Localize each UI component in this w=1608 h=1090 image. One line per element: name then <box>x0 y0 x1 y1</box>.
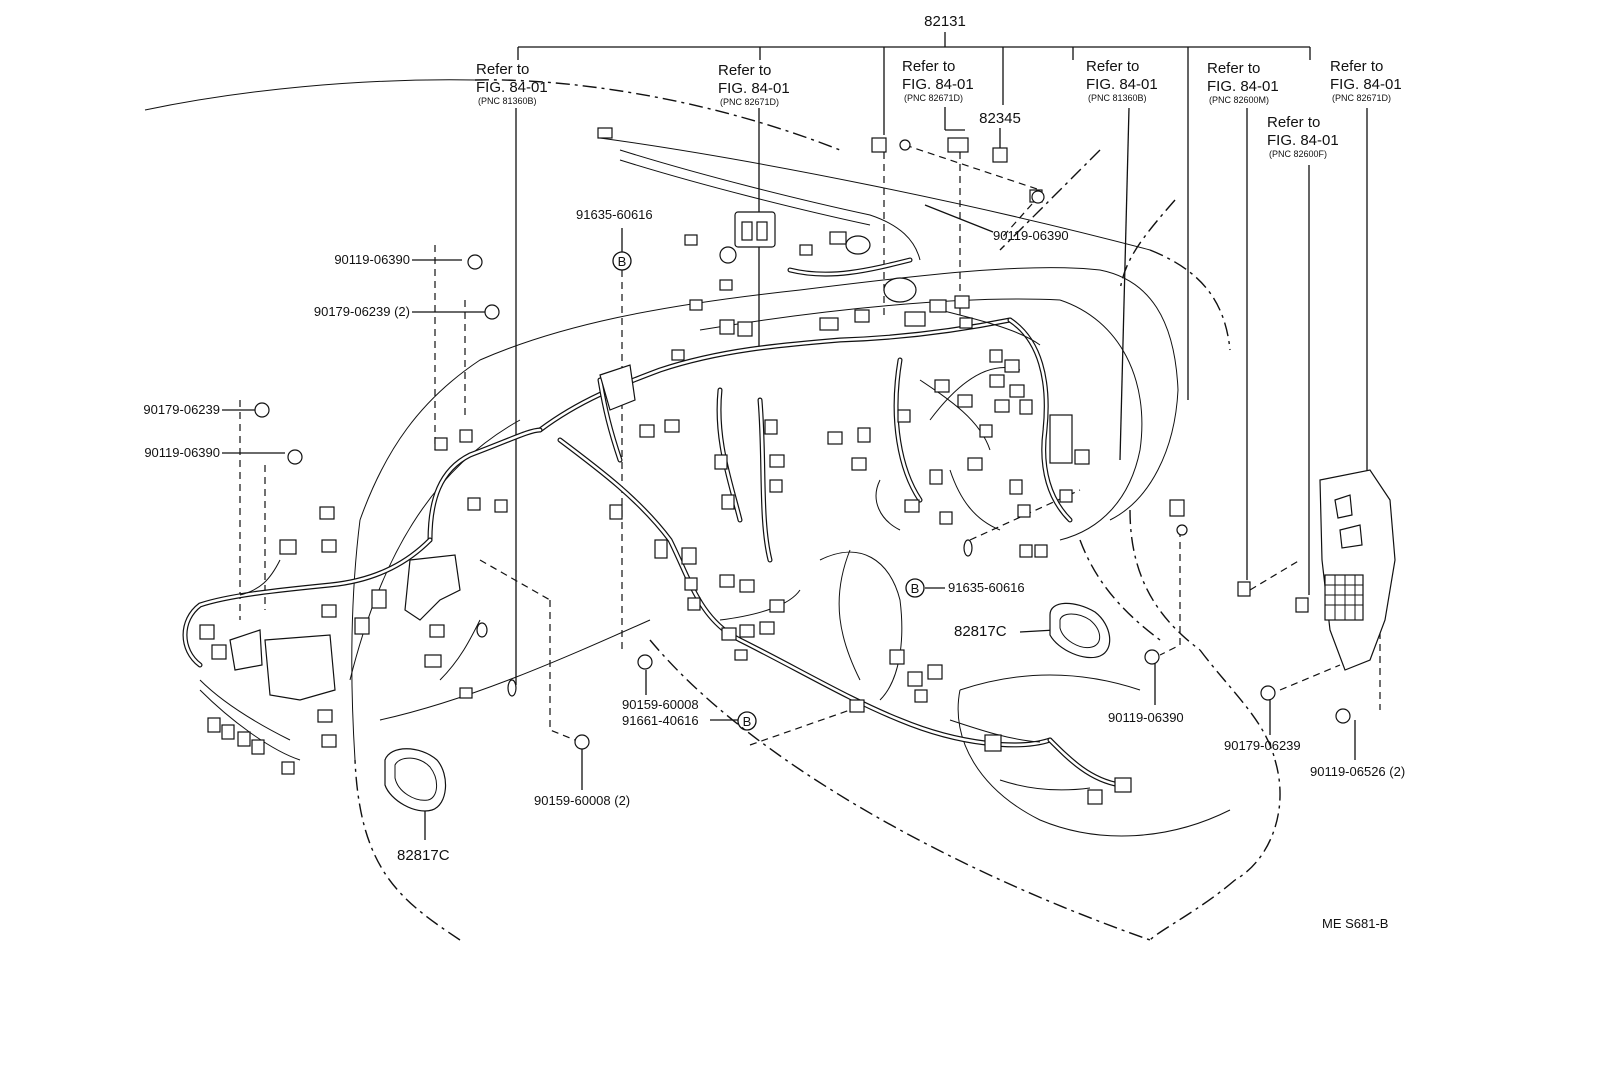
drawing-code: ME S681-B <box>1322 916 1388 931</box>
b-marker-top: B <box>612 251 632 271</box>
part-label-91635-top: 91635-60616 <box>576 207 653 222</box>
part-label-90119-2-right: 90119-06526 (2) <box>1310 764 1405 779</box>
part-label-90119-left: 90119-06390 <box>144 445 220 460</box>
ref-callout-1: Refer to FIG. 84-01 (PNC 81360B) <box>476 61 548 106</box>
part-label-90159-2-bottom: 90159-60008 (2) <box>534 793 630 808</box>
grommet-left <box>384 748 447 812</box>
ref-4-fig: FIG. 84-01 <box>1086 76 1158 93</box>
ref-5-fig: FIG. 84-01 <box>1207 78 1279 95</box>
ref-7-refer: Refer to <box>1267 114 1320 131</box>
part-label-90119-top-right: 90119-06390 <box>993 228 1069 243</box>
harness <box>182 149 1123 791</box>
ref-6-fig: FIG. 84-01 <box>1330 76 1402 93</box>
ref-7-pnc: (PNC 82600F) <box>1269 149 1327 159</box>
ref-5-pnc: (PNC 82600M) <box>1209 95 1269 105</box>
part-label-82817c-left: 82817C <box>397 847 450 864</box>
ref-1-refer: Refer to <box>476 61 529 78</box>
ref-callout-3: Refer to FIG. 84-01 (PNC 82671D) <box>902 58 974 103</box>
b-marker-mid-text: B <box>911 581 920 596</box>
ref-3-pnc: (PNC 82671D) <box>904 93 963 103</box>
grommet-right <box>1049 602 1111 659</box>
ref-6-refer: Refer to <box>1330 58 1383 75</box>
brackets <box>229 364 1396 701</box>
top-label-82131: 82131 <box>924 13 966 30</box>
ref-2-fig: FIG. 84-01 <box>718 80 790 97</box>
part-label-91635-mid: 91635-60616 <box>948 580 1025 595</box>
ref-callout-6: Refer to FIG. 84-01 (PNC 82671D) <box>1330 58 1402 103</box>
ref-1-fig: FIG. 84-01 <box>476 79 548 96</box>
part-label-90179-left: 90179-06239 <box>143 402 220 417</box>
part-label-90179-right: 90179-06239 <box>1224 738 1301 753</box>
ref-3-refer: Refer to <box>902 58 955 75</box>
ref-2-pnc: (PNC 82671D) <box>720 97 779 107</box>
ref-5-refer: Refer to <box>1207 60 1260 77</box>
part-label-82817c-right: 82817C <box>954 623 1007 640</box>
ref-callout-4: Refer to FIG. 84-01 (PNC 81360B) <box>1086 58 1158 103</box>
b-marker-top-text: B <box>618 254 627 269</box>
part-label-90179-2-left: 90179-06239 (2) <box>314 304 410 319</box>
ref-3-fig: FIG. 84-01 <box>902 76 974 93</box>
part-label-90119-bottom-right: 90119-06390 <box>1108 710 1184 725</box>
label-82345: 82345 <box>979 110 1021 127</box>
part-label-90119-left-top: 90119-06390 <box>334 252 410 267</box>
connectors <box>199 127 1309 805</box>
part-label-91661-center: 91661-40616 <box>622 713 699 728</box>
ref-1-pnc: (PNC 81360B) <box>478 96 537 106</box>
b-marker-bottom: B <box>737 711 757 731</box>
ref-callout-7: Refer to FIG. 84-01 (PNC 82600F) <box>1267 114 1339 159</box>
ref-callout-2: Refer to FIG. 84-01 (PNC 82671D) <box>718 62 790 107</box>
b-marker-mid: B <box>905 578 925 598</box>
leader-lines <box>222 107 1368 840</box>
top-bracket <box>517 32 1311 400</box>
part-label-90159-center: 90159-60008 <box>622 697 699 712</box>
ref-6-pnc: (PNC 82671D) <box>1332 93 1391 103</box>
ref-4-refer: Refer to <box>1086 58 1139 75</box>
ref-4-pnc: (PNC 81360B) <box>1088 93 1147 103</box>
body-outline <box>144 79 1281 941</box>
ref-callout-5: Refer to FIG. 84-01 (PNC 82600M) <box>1207 60 1279 105</box>
b-marker-bottom-text: B <box>743 714 752 729</box>
ref-7-fig: FIG. 84-01 <box>1267 132 1339 149</box>
fasteners <box>254 139 1351 750</box>
dashed-leaders <box>239 140 1381 746</box>
ref-2-refer: Refer to <box>718 62 771 79</box>
